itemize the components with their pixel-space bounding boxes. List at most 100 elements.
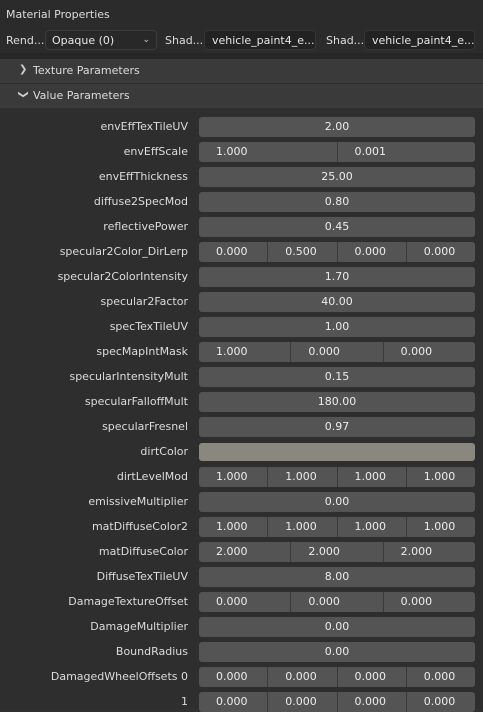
number-field[interactable]: 0.001	[336, 142, 475, 162]
shader-toolbar: Rend... Opaque (0) ⌄ Shad... vehicle_pai…	[0, 29, 483, 53]
property-label: specularIntensityMult	[69, 370, 188, 383]
number-field[interactable]: 25.00	[199, 167, 475, 187]
render-label: Rend...	[6, 34, 45, 47]
number-field[interactable]: 2.000	[290, 542, 383, 562]
value-parameters-section[interactable]: ❯ Value Parameters	[0, 84, 483, 108]
number-field[interactable]: 0.00	[199, 617, 475, 637]
number-field[interactable]: 0.000	[405, 242, 475, 262]
number-field[interactable]: 1.00	[199, 317, 475, 337]
value-fields: 1.00	[199, 317, 475, 337]
render-mode-dropdown[interactable]: Opaque (0) ⌄	[45, 30, 157, 50]
number-field[interactable]: 8.00	[199, 567, 475, 587]
number-field[interactable]: 40.00	[199, 292, 475, 312]
number-field[interactable]: 0.000	[267, 692, 337, 712]
number-field[interactable]: 180.00	[199, 392, 475, 412]
property-label: specTexTileUV	[109, 320, 188, 333]
property-label: matDiffuseColor2	[91, 520, 188, 533]
value-fields: 0.45	[199, 217, 475, 237]
number-field[interactable]: 2.000	[199, 542, 291, 562]
number-field[interactable]: 0.000	[199, 692, 268, 712]
property-label: BoundRadius	[115, 645, 188, 658]
number-field[interactable]: 0.000	[382, 342, 475, 362]
number-field[interactable]: 1.000	[199, 342, 291, 362]
number-field[interactable]: 1.000	[267, 467, 337, 487]
chevron-right-icon: ❯	[19, 64, 28, 75]
number-field[interactable]: 1.000	[199, 142, 337, 162]
number-field[interactable]: 0.000	[336, 242, 406, 262]
shader1-field[interactable]: vehicle_paint4_e...	[204, 30, 316, 50]
property-label: specular2Factor	[100, 295, 189, 308]
divider	[0, 53, 483, 59]
number-field[interactable]: 1.70	[199, 267, 475, 287]
number-field[interactable]: 0.000	[405, 692, 475, 712]
number-field[interactable]: 1.000	[336, 467, 406, 487]
number-field[interactable]: 0.000	[199, 667, 268, 687]
property-label: specMapIntMask	[96, 345, 188, 358]
number-field[interactable]: 0.45	[199, 217, 475, 237]
number-field[interactable]: 1.000	[199, 517, 268, 537]
property-label: DamageTextureOffset	[68, 595, 188, 608]
number-field[interactable]: 0.97	[199, 417, 475, 437]
value-fields: 25.00	[199, 167, 475, 187]
property-row-specularFresnel: specularFresnel 0.97	[0, 417, 483, 437]
number-field[interactable]: 0.00	[199, 492, 475, 512]
property-label: 1	[181, 695, 188, 708]
number-field[interactable]: 0.15	[199, 367, 475, 387]
number-field[interactable]: 0.000	[336, 667, 406, 687]
color-swatch[interactable]	[199, 443, 475, 461]
number-field[interactable]: 0.000	[336, 692, 406, 712]
section-title: Texture Parameters	[33, 64, 140, 77]
number-field[interactable]: 0.500	[267, 242, 337, 262]
number-field[interactable]: 2.000	[382, 542, 475, 562]
number-field[interactable]: 1.000	[405, 467, 475, 487]
number-field[interactable]: 0.000	[290, 342, 383, 362]
number-field[interactable]: 1.000	[199, 467, 268, 487]
number-field[interactable]: 0.000	[199, 592, 291, 612]
number-field[interactable]: 0.00	[199, 642, 475, 662]
texture-parameters-section[interactable]: ❯ Texture Parameters	[0, 59, 483, 83]
value-fields: 0.00	[199, 642, 475, 662]
property-label: dirtLevelMod	[116, 470, 188, 483]
number-field[interactable]: 1.000	[405, 517, 475, 537]
property-row-specular2Factor: specular2Factor 40.00	[0, 292, 483, 312]
number-field[interactable]: 0.000	[267, 667, 337, 687]
value-fields: 8.00	[199, 567, 475, 587]
shader2-field[interactable]: vehicle_paint4_e...	[364, 30, 475, 50]
chevron-down-icon: ⌄	[142, 35, 150, 45]
section-title: Value Parameters	[33, 89, 130, 102]
render-mode-value: Opaque (0)	[52, 34, 115, 47]
number-field[interactable]: 0.80	[199, 192, 475, 212]
property-label: specularFresnel	[102, 420, 188, 433]
number-field[interactable]: 0.000	[405, 667, 475, 687]
value-fields: 0.15	[199, 367, 475, 387]
number-field[interactable]: 2.00	[199, 117, 475, 137]
number-field[interactable]: 0.000	[199, 242, 268, 262]
property-label: DamagedWheelOffsets 0	[50, 670, 188, 683]
chevron-down-icon: ❯	[17, 90, 29, 99]
value-fields: 40.00	[199, 292, 475, 312]
property-label: matDiffuseColor	[98, 545, 188, 558]
number-field[interactable]: 0.000	[382, 592, 475, 612]
number-field[interactable]: 0.000	[290, 592, 383, 612]
number-field[interactable]: 1.000	[267, 517, 337, 537]
number-field[interactable]: 1.000	[336, 517, 406, 537]
